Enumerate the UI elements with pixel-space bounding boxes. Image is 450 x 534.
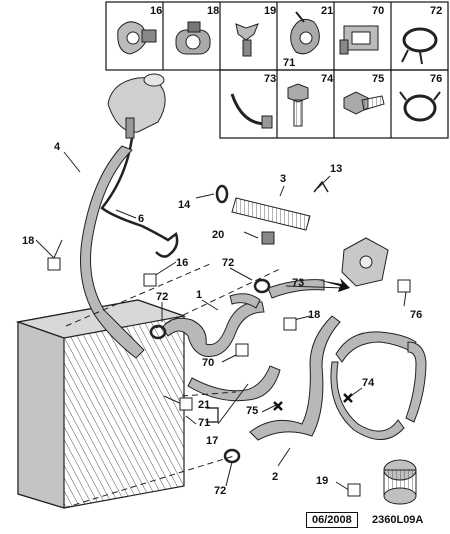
clip-16-icon — [117, 21, 157, 55]
callout-1: 1 — [196, 289, 202, 301]
bleed-screw-13 — [313, 180, 329, 193]
callout-74: 74 — [362, 377, 375, 389]
callout-72-bottom: 72 — [214, 485, 226, 497]
callout-72-left: 72 — [156, 291, 168, 303]
strap-clamp-73-icon — [230, 93, 273, 129]
dashed-leaders — [63, 263, 283, 509]
leader-boxes — [47, 257, 411, 497]
hoses — [80, 145, 427, 441]
ear-clamp-76-icon — [399, 91, 441, 122]
date-stamp: 06/2008 — [306, 512, 358, 528]
hose-clamp-18-icon — [175, 21, 211, 55]
cell-label-74: 74 — [321, 73, 334, 85]
degas-pipe — [100, 137, 179, 258]
callout-71: 71 — [198, 417, 210, 429]
screw-75-icon — [343, 91, 385, 115]
parts-grid — [105, 1, 449, 139]
callout-18-left: 18 — [22, 235, 34, 247]
callout-19: 19 — [316, 475, 328, 487]
cell-label-16: 16 — [150, 5, 162, 17]
callout-4: 4 — [54, 141, 61, 153]
thermostat-housing — [341, 237, 389, 287]
callout-21: 21 — [198, 399, 210, 411]
cell-label-73: 73 — [264, 73, 276, 85]
bolt-74-icon — [287, 83, 309, 127]
callout-6: 6 — [138, 213, 144, 225]
callout-72-mid: 72 — [222, 257, 234, 269]
bracket-70-icon — [339, 25, 379, 55]
callout-73: 73 — [292, 277, 304, 289]
cell-label-75: 75 — [372, 73, 384, 85]
callout-70: 70 — [202, 357, 214, 369]
reference-code: 2360L09A — [372, 514, 424, 526]
cell-label-21: 21 — [321, 5, 333, 17]
cell-label-19: 19 — [264, 5, 276, 17]
cap-20 — [261, 231, 275, 245]
cell-label-76: 76 — [430, 73, 442, 85]
radiator — [15, 299, 187, 509]
bracket-21-71 — [206, 407, 219, 423]
x-markers — [273, 393, 353, 411]
callout-2: 2 — [272, 471, 278, 483]
callout-75: 75 — [246, 405, 258, 417]
cell-sublabel-71: 71 — [283, 57, 295, 69]
oil-cooler — [383, 459, 417, 505]
callout-16: 16 — [176, 257, 188, 269]
callout-20: 20 — [212, 229, 224, 241]
callout-18-right: 18 — [308, 309, 320, 321]
cell-label-70: 70 — [372, 5, 384, 17]
callout-14: 14 — [178, 199, 191, 211]
expansion-tank — [107, 73, 166, 139]
arrow-73-icon — [318, 278, 350, 292]
callout-17: 17 — [206, 435, 218, 447]
callout-13: 13 — [330, 163, 342, 175]
cell-label-72: 72 — [430, 5, 442, 17]
spring-clamp-72-icon — [401, 27, 438, 65]
push-clip-19-icon — [235, 23, 259, 57]
clamp-14 — [215, 184, 229, 204]
callout-76: 76 — [410, 309, 422, 321]
cell-label-18: 18 — [207, 5, 219, 17]
hose-clip-21-icon — [290, 11, 320, 55]
callout-3: 3 — [280, 173, 286, 185]
